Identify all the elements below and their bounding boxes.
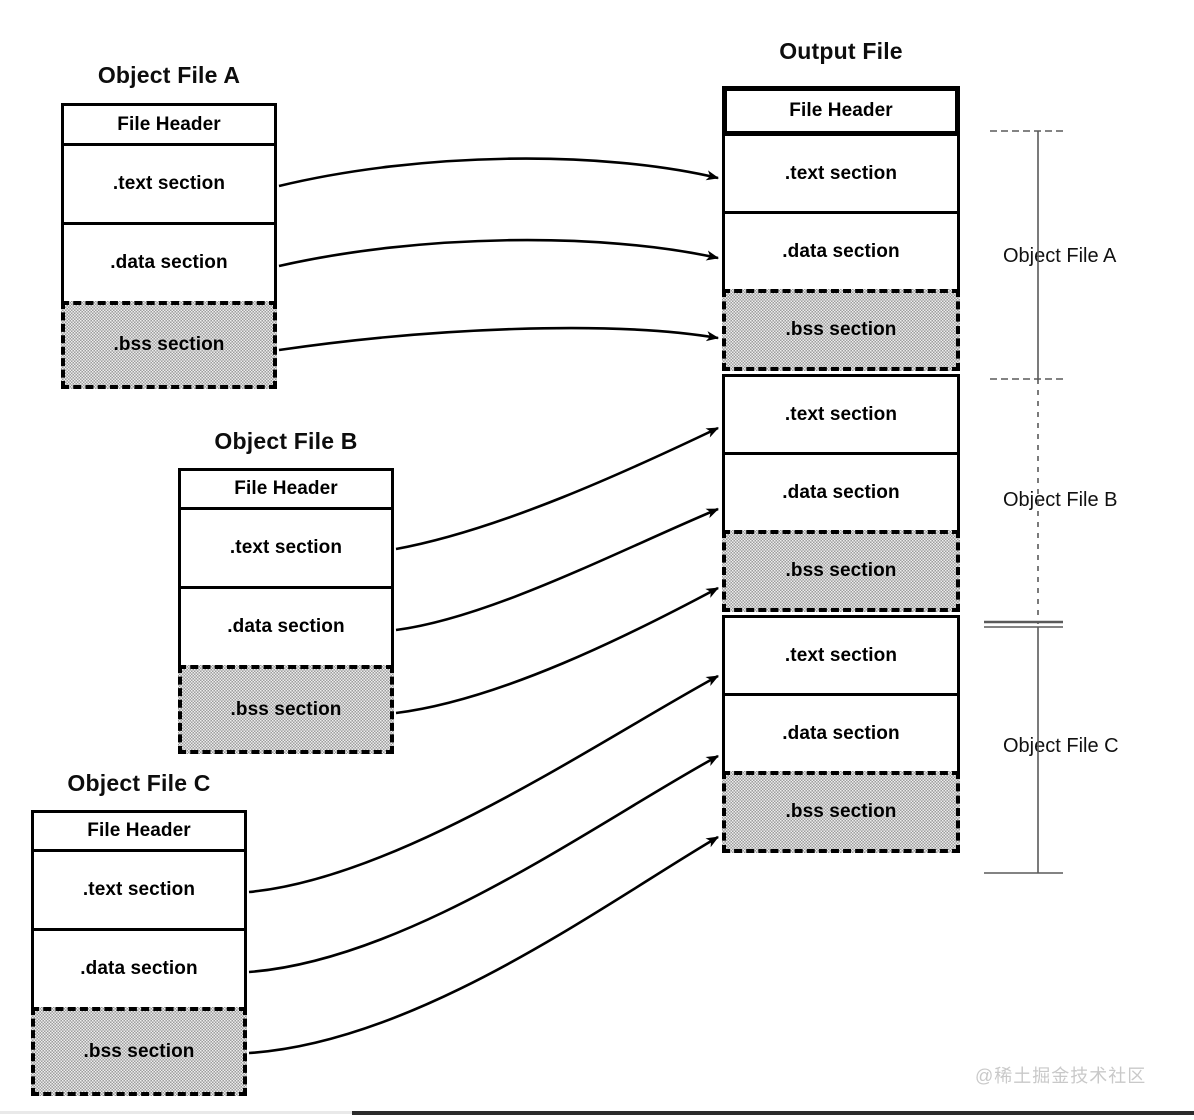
section-label: File Header xyxy=(234,478,338,499)
object-file-a-box: File Header .text section .data section … xyxy=(61,103,277,390)
section-label: .data section xyxy=(782,722,900,744)
section-label: .text section xyxy=(112,173,226,194)
output-file-box: File Header .text section .data section … xyxy=(722,86,960,884)
arrow-a-bss xyxy=(278,326,720,352)
object-file-c-section-bss: .bss section xyxy=(31,1007,247,1096)
bracket-label-object-file-a: Object File A xyxy=(1003,245,1117,267)
output-section-text-a: .text section xyxy=(722,133,960,214)
object-file-a-section-text: .text section xyxy=(61,143,277,225)
arrow-a-text xyxy=(278,157,720,188)
object-file-a-section-data: .data section xyxy=(61,222,277,304)
arrow-b-bss xyxy=(395,586,719,715)
section-label: .data section xyxy=(782,240,900,262)
output-section-header: File Header xyxy=(722,86,960,136)
footer-bar-left xyxy=(0,1111,352,1114)
output-section-bss-b: .bss section xyxy=(722,530,960,612)
section-label: .bss section xyxy=(785,801,897,822)
object-file-c-section-text: .text section xyxy=(31,849,247,931)
object-file-b-section-data: .data section xyxy=(178,586,394,668)
object-file-b-box: File Header .text section .data section … xyxy=(178,468,394,757)
object-file-a-title: Object File A xyxy=(97,62,241,88)
section-label: .data section xyxy=(110,252,228,273)
output-section-data-a: .data section xyxy=(722,211,960,292)
object-file-a-section-bss: .bss section xyxy=(61,301,277,389)
section-label: .bss section xyxy=(230,698,342,720)
object-file-c-box: File Header .text section .data section … xyxy=(31,810,247,1099)
bracket-label-object-file-c: Object File C xyxy=(1003,735,1119,757)
arrow-a-data xyxy=(278,238,720,268)
section-label: .text section xyxy=(229,537,343,558)
output-section-text-c: .text section xyxy=(722,615,960,696)
arrow-group-object-file-b xyxy=(395,426,720,715)
section-label: .text section xyxy=(784,162,898,184)
section-label: File Header xyxy=(117,113,221,135)
object-file-c-title: Object File C xyxy=(67,770,211,796)
output-section-bss-c: .bss section xyxy=(722,771,960,853)
section-label: .text section xyxy=(82,879,196,900)
section-label: .data section xyxy=(80,958,198,979)
section-label: .bss section xyxy=(785,560,897,581)
output-section-data-c: .data section xyxy=(722,693,960,774)
arrow-group-object-file-a xyxy=(278,157,720,352)
output-section-text-b: .text section xyxy=(722,374,960,455)
object-file-b-title: Object File B xyxy=(214,428,358,454)
section-label: .data section xyxy=(782,481,900,503)
section-label: .text section xyxy=(784,403,898,425)
object-file-c-section-header: File Header xyxy=(31,810,247,852)
arrow-b-data xyxy=(395,507,720,632)
output-section-data-b: .data section xyxy=(722,452,960,533)
object-file-b-section-header: File Header xyxy=(178,468,394,510)
section-label: File Header xyxy=(87,820,191,841)
section-label: .bss section xyxy=(113,334,225,355)
output-file-title: Output File xyxy=(779,38,903,64)
section-label: .bss section xyxy=(785,319,897,340)
object-file-b-section-bss: .bss section xyxy=(178,665,394,754)
object-file-a-section-header: File Header xyxy=(61,103,277,146)
section-label: .text section xyxy=(784,644,898,666)
arrow-c-data xyxy=(248,754,719,974)
object-file-b-section-text: .text section xyxy=(178,507,394,589)
arrow-b-text xyxy=(395,426,719,551)
output-section-bss-a: .bss section xyxy=(722,289,960,371)
section-label: File Header xyxy=(789,100,893,121)
watermark-text: @稀土掘金技术社区 xyxy=(975,1066,1147,1086)
object-file-c-section-data: .data section xyxy=(31,928,247,1010)
section-label: .bss section xyxy=(83,1040,195,1062)
arrow-c-bss xyxy=(248,835,719,1055)
section-label: .data section xyxy=(227,616,345,637)
footer-bar-right xyxy=(352,1111,1194,1115)
bracket-label-object-file-b: Object File B xyxy=(1003,489,1118,511)
